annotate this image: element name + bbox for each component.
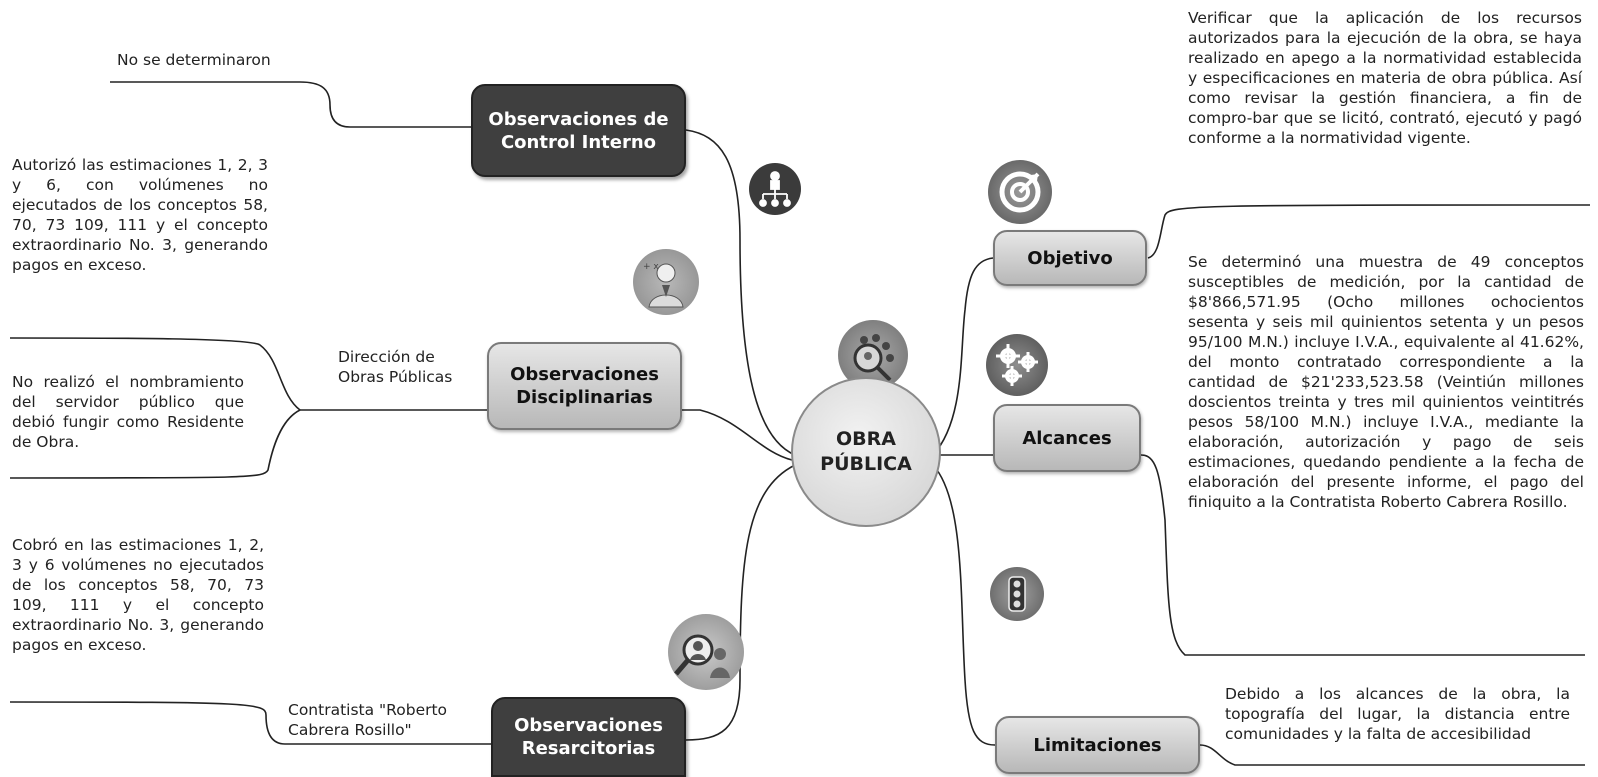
alcances-box: Alcances [993,404,1141,472]
doctor-icon: + x [633,249,699,315]
resarcitorias-line-1: Observaciones [514,715,663,736]
control-interno-line-1: Observaciones de [488,108,669,130]
resarcitorias-box: Observaciones Resarcitorias [491,697,686,777]
magnifier-person-icon [668,614,744,690]
resarcitorias-line-2: Resarcitorias [521,738,656,759]
resarcitorias-branch-line-2: Cabrera Rosillo" [288,721,412,739]
gears-icon [986,334,1048,396]
center-node: OBRA PÚBLICA [791,377,941,527]
disciplinarias-note-2: No realizó el nombramiento del servidor … [12,373,244,451]
center-line-1: OBRA [836,428,896,450]
target-icon [988,160,1052,224]
limitaciones-note: Debido a los alcances de la obra, la top… [1225,685,1570,743]
objetivo-box: Objetivo [993,230,1147,286]
disciplinarias-branch-label: Dirección de Obras Públicas [338,347,488,387]
disciplinarias-box: Observaciones Disciplinarias [487,342,682,430]
limitaciones-box: Limitaciones [995,716,1200,774]
alcances-label: Alcances [1022,427,1112,449]
objetivo-note: Verificar que la aplicación de los recur… [1188,9,1582,147]
people-search-icon [838,320,908,390]
center-line-2: PÚBLICA [820,453,912,475]
resarcitorias-branch-line-1: Contratista "Roberto [288,701,448,719]
traffic-light-icon [990,567,1044,621]
limitaciones-label: Limitaciones [1033,734,1162,756]
disciplinarias-line-1: Observaciones [510,364,659,385]
org-chart-icon [749,163,801,215]
disciplinarias-branch-line-1: Dirección de [338,348,435,366]
svg-text:+ x: + x [643,262,659,272]
disciplinarias-branch-line-2: Obras Públicas [338,368,453,386]
disciplinarias-note-1: Autorizó las estimaciones 1, 2, 3 y 6, c… [12,156,268,274]
control-interno-line-2: Control Interno [500,131,657,153]
resarcitorias-note: Cobró en las estimaciones 1, 2, 3 y 6 vo… [12,536,264,654]
objetivo-label: Objetivo [1027,247,1113,269]
disciplinarias-line-2: Disciplinarias [516,387,653,408]
alcances-note: Se determinó una muestra de 49 conceptos… [1188,253,1584,511]
resarcitorias-branch-label: Contratista "Roberto Cabrera Rosillo" [288,700,488,740]
control-interno-box: Observaciones de Control Interno [471,84,686,177]
control-interno-note: No se determinaron [117,51,271,69]
